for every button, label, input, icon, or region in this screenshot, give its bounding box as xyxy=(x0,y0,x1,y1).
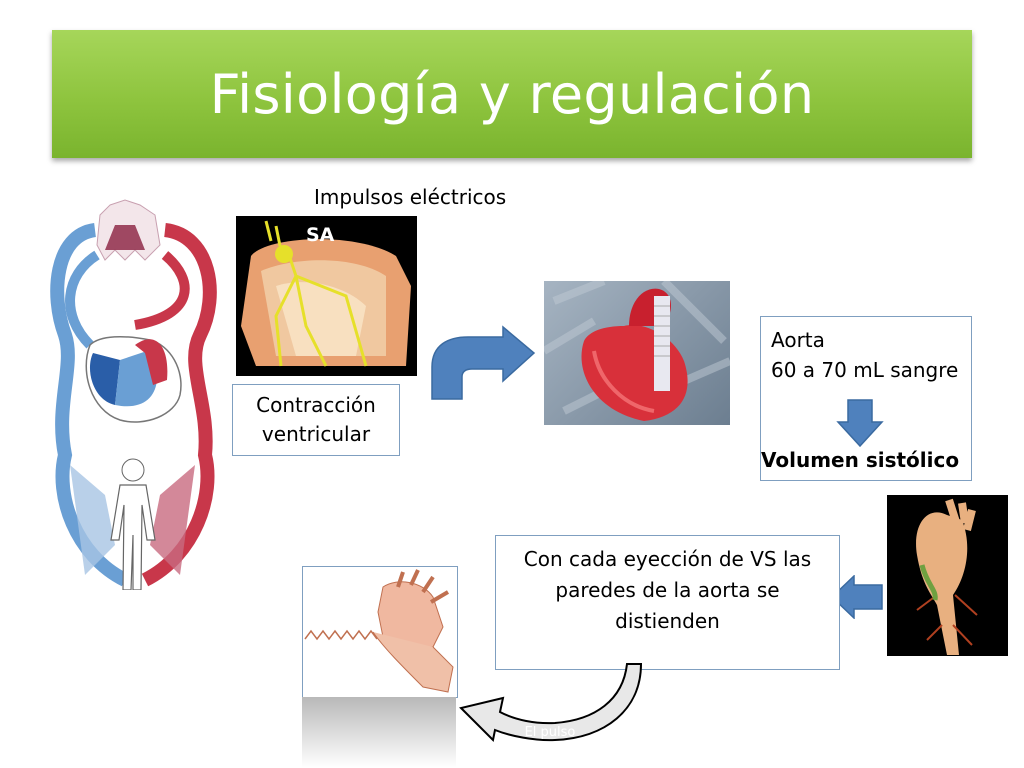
page-title: Fisiología y regulación xyxy=(209,62,815,126)
conduction-image: SA xyxy=(236,216,417,376)
aorta-line2: 60 a 70 mL sangre xyxy=(771,358,959,382)
stroke-volume-label: Volumen sistólico xyxy=(761,448,960,472)
contraction-line1: Contracción xyxy=(256,393,376,417)
heart-image xyxy=(541,277,732,425)
circulation-diagram xyxy=(50,199,217,590)
distension-box: Con cada eyección de VS las paredes de l… xyxy=(495,535,840,670)
aorta-image xyxy=(887,495,1008,656)
aorta-line1: Aorta xyxy=(771,328,825,352)
title-banner: Fisiología y regulación xyxy=(52,30,972,158)
pulse-image-reflection xyxy=(302,697,456,768)
contraction-box: Contracción ventricular xyxy=(232,384,400,456)
distension-line1: Con cada eyección de VS las xyxy=(523,547,812,571)
aorta-box: Aorta 60 a 70 mL sangre Volumen sistólic… xyxy=(760,316,972,481)
pulse-image xyxy=(302,566,458,698)
distension-line2: paredes de la aorta se xyxy=(555,578,780,602)
contraction-line2: ventricular xyxy=(261,422,371,446)
curved-arrow-icon: El pulso xyxy=(459,663,643,743)
distension-line3: distienden xyxy=(615,609,720,633)
down-arrow-icon xyxy=(836,399,884,448)
left-arrow-icon xyxy=(830,575,883,619)
impulse-label: Impulsos eléctricos xyxy=(314,185,507,209)
bent-arrow-icon xyxy=(431,325,536,400)
sa-label: SA xyxy=(306,224,335,246)
pulse-label: El pulso xyxy=(525,725,576,740)
